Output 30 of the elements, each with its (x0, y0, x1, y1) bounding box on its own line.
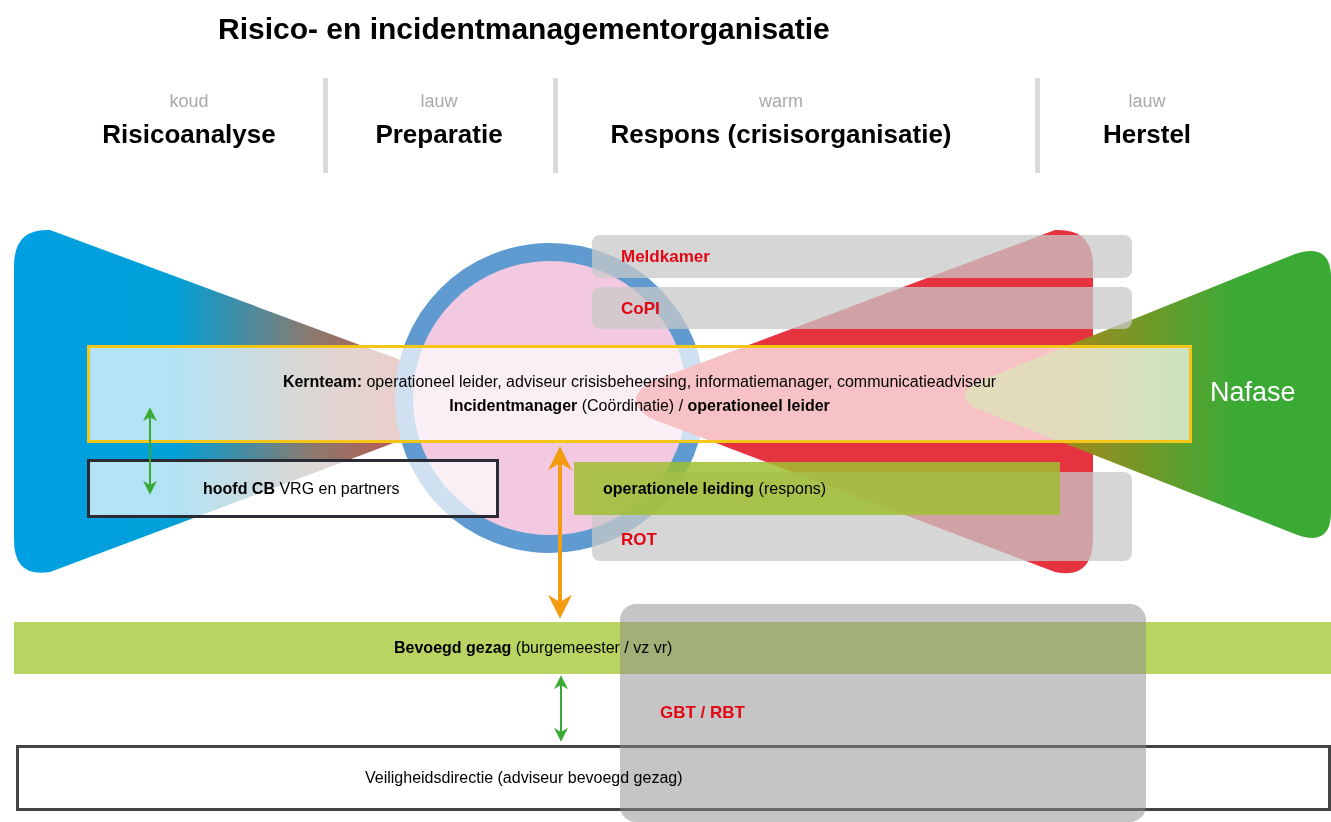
node-text: CoPI (621, 299, 660, 318)
phase-title: Preparatie (375, 118, 503, 151)
phase-temperature: lauw (420, 90, 458, 113)
phase-title: Respons (crisisorganisatie) (610, 118, 952, 151)
node-text: Veiligheidsdirectie (adviseur bevoegd gezag) (365, 768, 683, 788)
phase-title: Herstel (1102, 118, 1192, 151)
double-arrow (554, 675, 568, 742)
bar (574, 462, 1060, 515)
phase-temperature: lauw (1128, 90, 1166, 113)
node-text: hoofd CB VRG en partners (203, 478, 400, 499)
bar (14, 622, 1331, 674)
node-text: Incidentmanager (Coördinatie) / operationeel leider (449, 396, 830, 416)
node-text: operationele leiding (respons) (603, 478, 827, 499)
phase-temperature: koud (169, 90, 209, 113)
bar (592, 235, 1132, 278)
process-box (87, 459, 499, 518)
double-arrow (143, 407, 157, 495)
title: Risico- en incidentmanagementorganisatie (218, 11, 830, 47)
phase-title: Risicoanalyse (102, 118, 276, 151)
team-box (87, 345, 1192, 443)
node-text: Bevoegd gezag (burgemeester / vz vr) (394, 638, 673, 658)
node-text: GBT / RBT (660, 703, 745, 722)
node-text: ROT (621, 530, 657, 549)
node-text: Kernteam: operationeel leider, adviseur crisisbeheersing, informatiemanager, communicatieadviseur (282, 372, 997, 392)
phase-label: Nafase (1210, 374, 1310, 410)
double-arrow (548, 446, 572, 619)
bar (592, 287, 1132, 329)
phase-temperature: warm (759, 90, 803, 113)
process-box (16, 745, 1331, 811)
node-text: Meldkamer (621, 247, 710, 266)
